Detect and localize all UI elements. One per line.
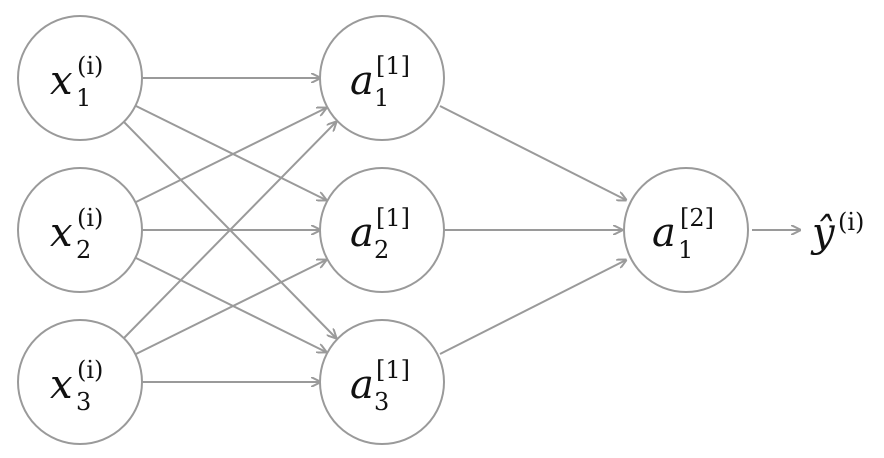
edge-x1-a2 <box>135 105 326 200</box>
node-symbol: a <box>350 58 374 104</box>
hidden-node-1: a [1] 1 <box>319 15 445 141</box>
node-subscript: 1 <box>678 236 693 264</box>
node-subscript: 3 <box>76 388 91 416</box>
node-superscript: [1] <box>376 52 410 80</box>
input-node-3: x (i) 3 <box>17 319 143 445</box>
node-subscript: 2 <box>76 236 91 264</box>
node-symbol: a <box>350 210 374 256</box>
node-symbol: a <box>652 210 676 256</box>
node-symbol: x <box>50 210 73 256</box>
svg-text:a: a <box>652 210 676 256</box>
node-subscript: 1 <box>374 84 389 112</box>
prediction-label: ŷ (i) <box>810 208 864 256</box>
output-node-1: a [2] 1 <box>623 167 749 293</box>
hidden-node-3: a [1] 3 <box>319 319 445 445</box>
svg-text:x: x <box>50 362 73 408</box>
prediction-symbol: ŷ <box>810 210 836 256</box>
input-node-2: x (i) 2 <box>17 167 143 293</box>
node-subscript: 3 <box>374 388 389 416</box>
edge-a3-out <box>439 260 626 355</box>
svg-text:a: a <box>350 210 374 256</box>
input-layer: x (i) 1 x (i) 2 x (i) 3 <box>17 15 143 445</box>
input-node-1: x (i) 1 <box>17 15 143 141</box>
node-subscript: 1 <box>76 84 91 112</box>
edge-x2-a3 <box>135 257 326 352</box>
node-superscript: [1] <box>376 204 410 232</box>
svg-text:a: a <box>350 58 374 104</box>
hidden-layer: a [1] 1 a [1] 2 a [1] 3 <box>319 15 445 445</box>
edge-x2-a1 <box>135 108 326 203</box>
prediction-superscript: (i) <box>838 208 864 236</box>
edge-x3-a2 <box>135 260 326 355</box>
node-symbol: a <box>350 362 374 408</box>
svg-text:x: x <box>50 58 73 104</box>
node-subscript: 2 <box>374 236 389 264</box>
hidden-to-output-edges <box>439 105 626 355</box>
node-symbol: x <box>50 362 73 408</box>
hidden-node-2: a [1] 2 <box>319 167 445 293</box>
edge-x3-a1 <box>123 122 336 339</box>
node-symbol: x <box>50 58 73 104</box>
node-superscript: [2] <box>680 204 714 232</box>
svg-text:x: x <box>50 210 73 256</box>
node-superscript: (i) <box>77 204 103 232</box>
input-to-hidden-edges <box>123 78 336 382</box>
node-superscript: [1] <box>376 356 410 384</box>
svg-text:a: a <box>350 362 374 408</box>
edge-a1-out <box>439 105 626 200</box>
output-layer: a [2] 1 <box>623 167 749 293</box>
node-superscript: (i) <box>77 356 103 384</box>
node-superscript: (i) <box>77 52 103 80</box>
